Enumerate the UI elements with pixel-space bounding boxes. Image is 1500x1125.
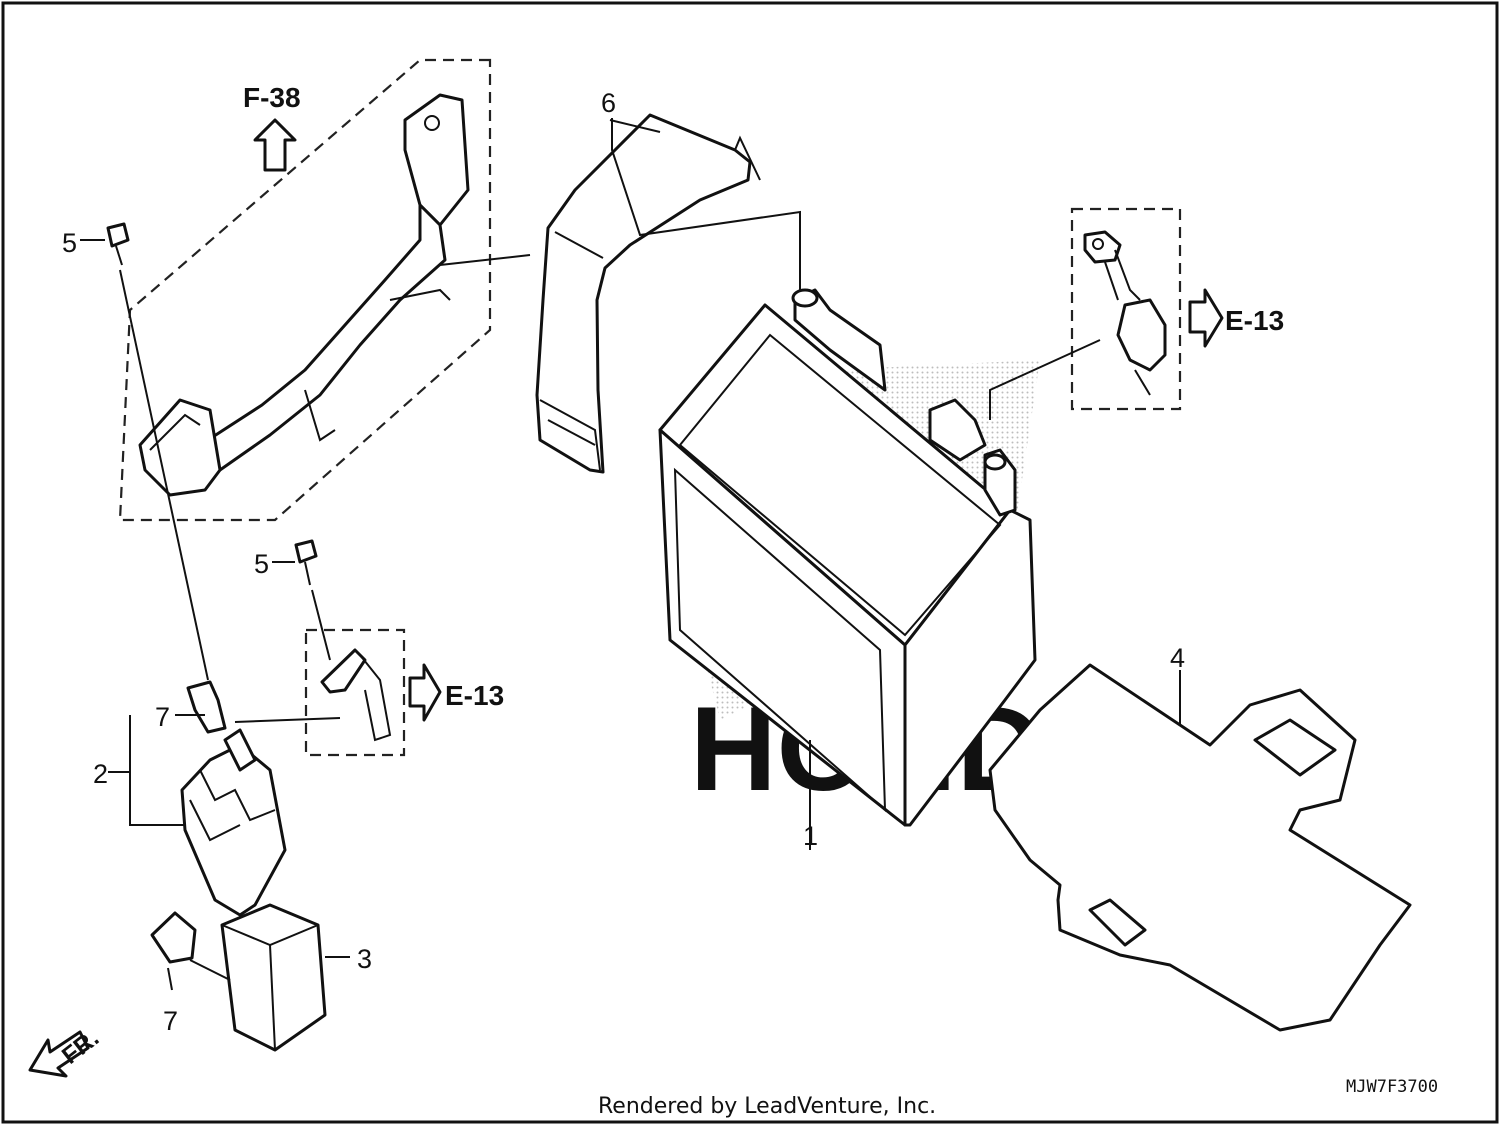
label-part-7-upper: 7 [155,702,170,732]
fuse-part-7-lower [150,911,231,991]
starter-relay-part-2 [108,715,287,917]
front-direction-arrow: FR. [28,1025,104,1078]
arrow-e13-bottom [408,663,442,722]
ref-e13-top: E-13 [1225,305,1284,336]
arrow-f38 [253,118,297,172]
bolt-part-5-lower [272,539,331,661]
label-part-3: 3 [357,944,372,974]
wire-harness-f38 [118,58,531,522]
terminal-lead-bottom [234,628,442,757]
relay-cover-part-3 [220,903,350,1052]
label-part-1: 1 [803,821,818,851]
ref-f38: F-38 [243,82,301,113]
label-part-4: 4 [1170,643,1185,673]
footer-credit: Rendered by LeadVenture, Inc. [598,1094,936,1119]
battery-plate-part-4 [988,663,1412,1032]
leader-6 [611,118,801,290]
label-part-5-lower: 5 [254,549,269,579]
battery-band-part-6 [535,113,761,474]
fuse-part-7-upper [175,680,227,734]
bolt-part-5-upper [80,222,209,681]
ref-e13-bottom: E-13 [445,680,504,711]
diagram-code: MJW7F3700 [1346,1077,1438,1097]
terminal-lead-top-right [989,207,1224,420]
label-part-6: 6 [601,88,616,118]
label-part-5-upper: 5 [62,228,77,258]
label-part-7-lower: 7 [163,1006,178,1036]
battery-part-1 [658,288,1037,827]
arrow-e13-top [1188,288,1224,348]
label-part-2: 2 [93,759,108,789]
